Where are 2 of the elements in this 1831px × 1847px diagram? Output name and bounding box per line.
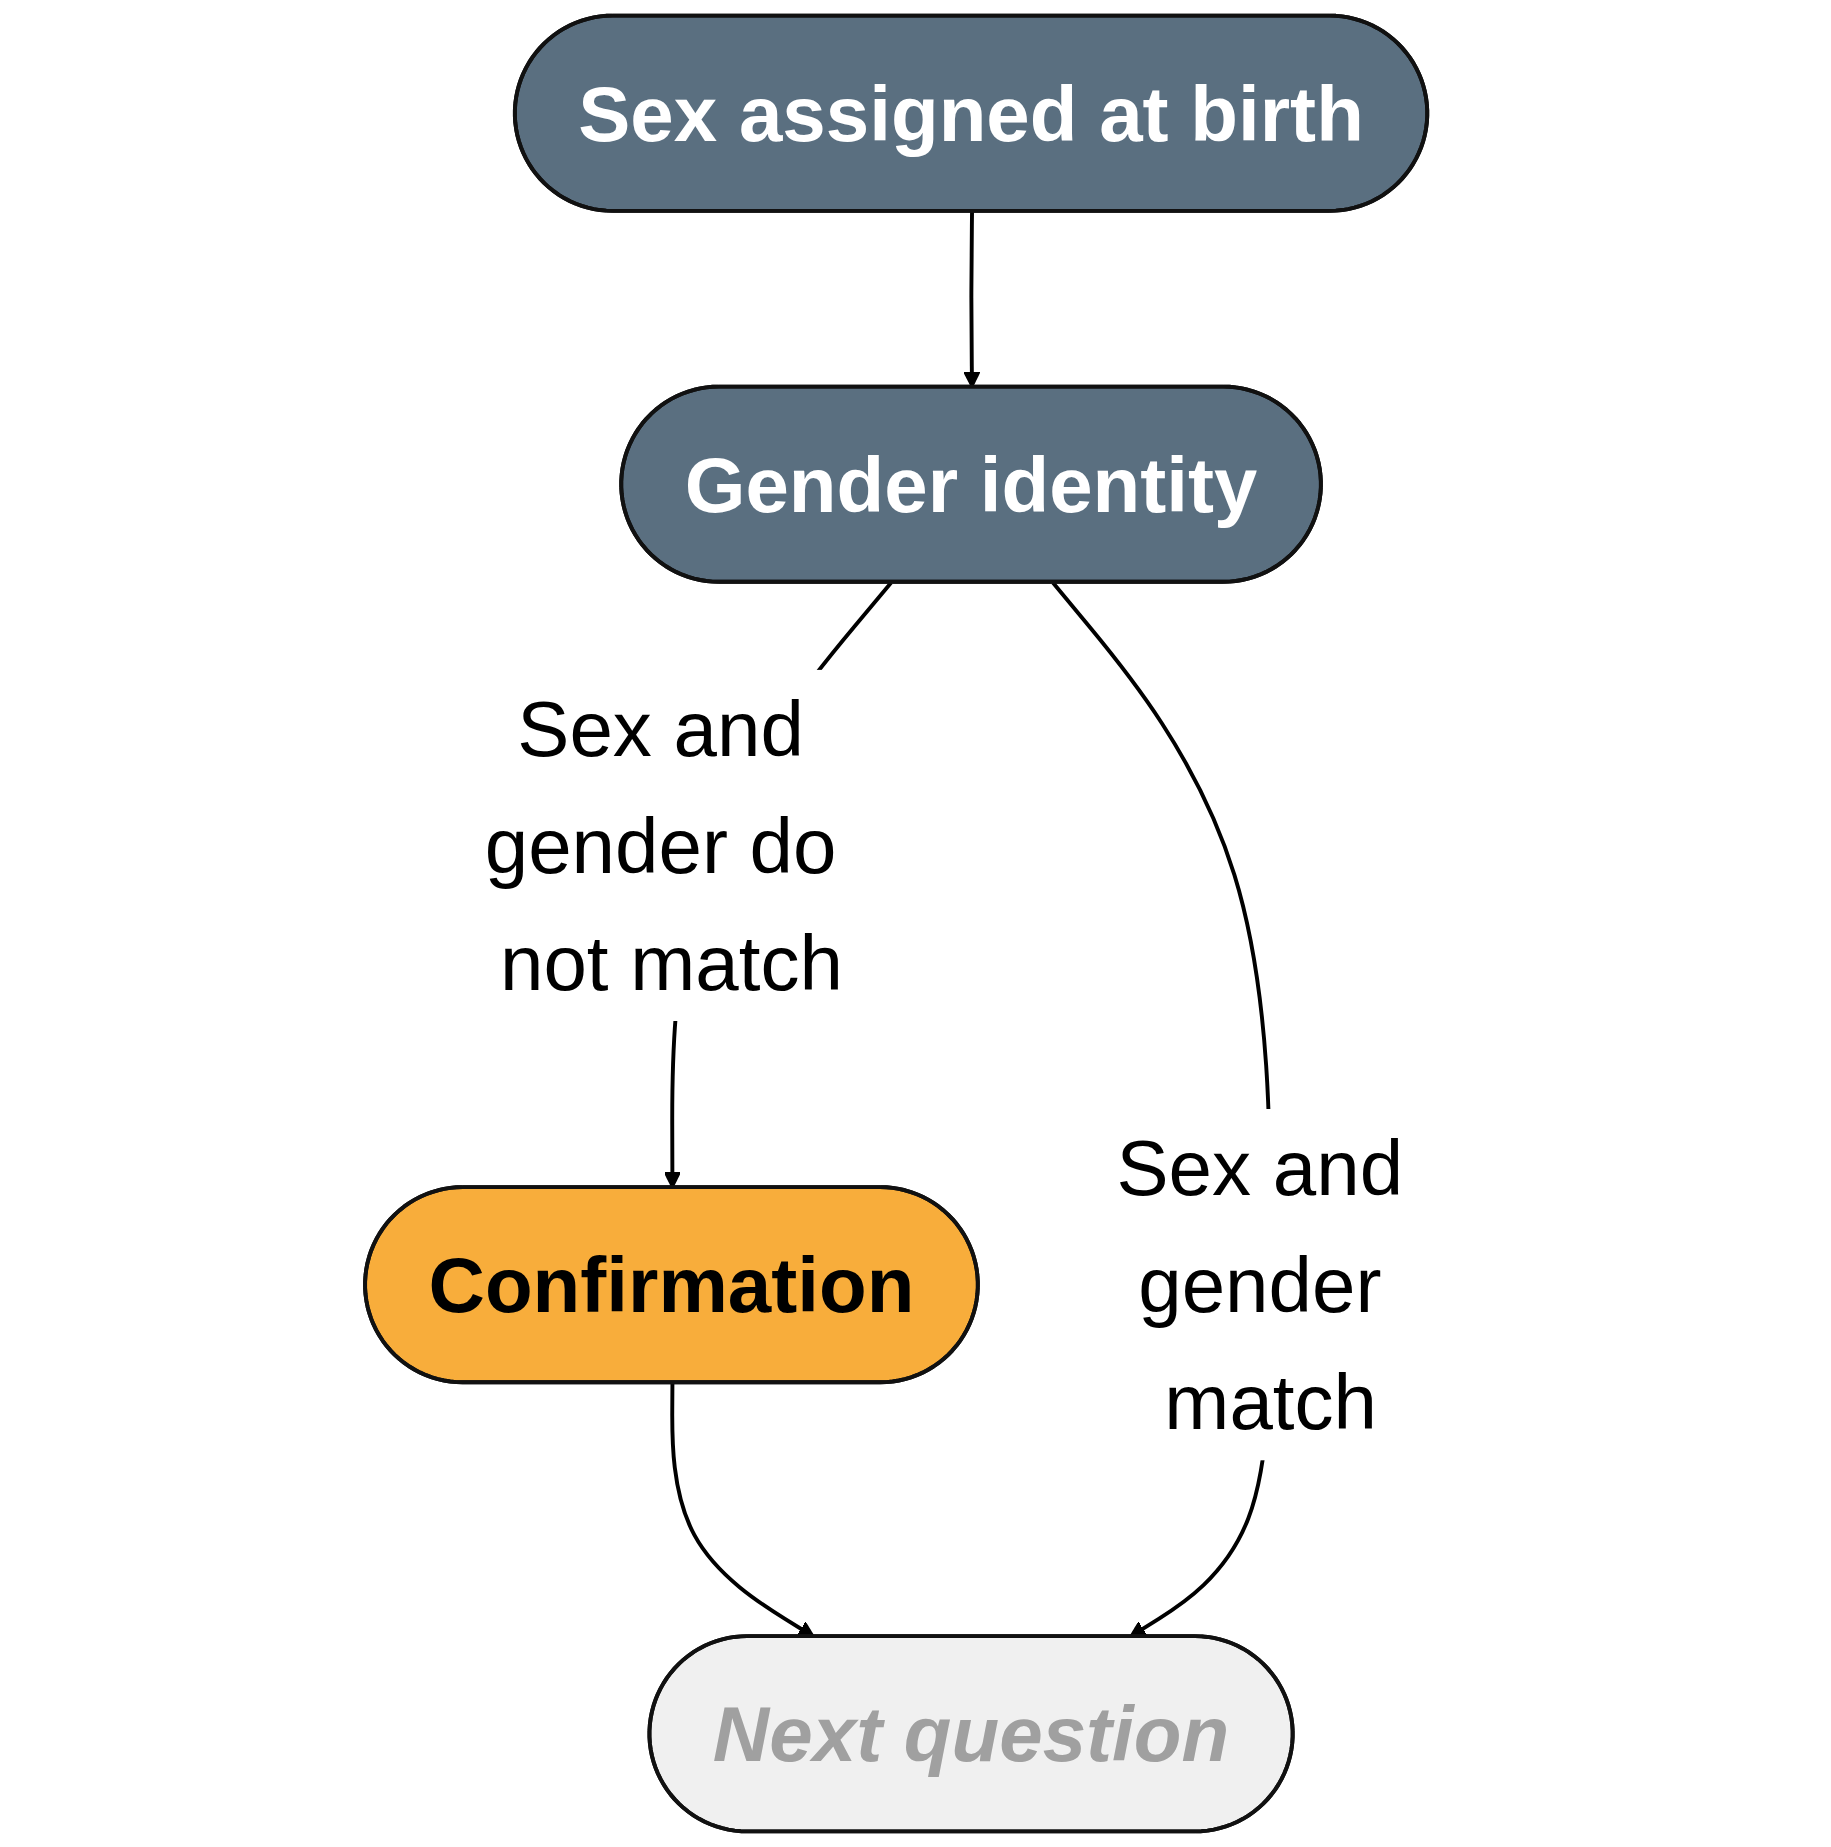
edge-label: Sex and gender do not match <box>484 685 843 1006</box>
edge-label: Sex and gender match <box>1116 1124 1404 1445</box>
